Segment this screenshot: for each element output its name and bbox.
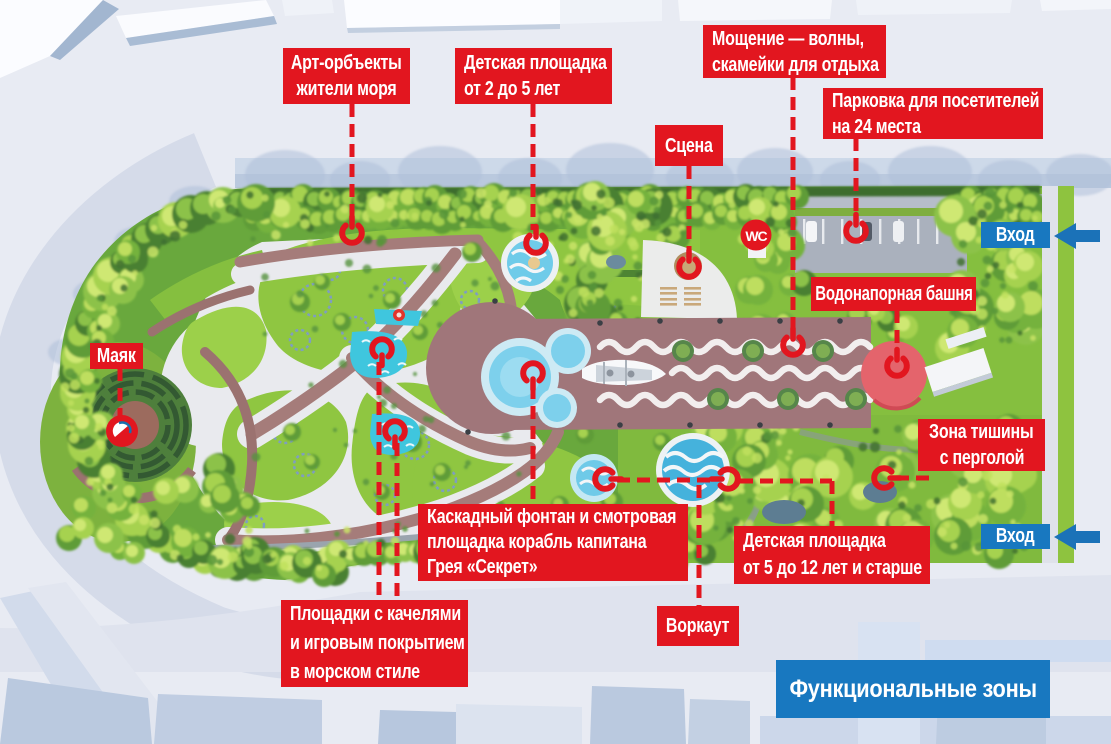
svg-text:WC: WC — [745, 228, 767, 244]
